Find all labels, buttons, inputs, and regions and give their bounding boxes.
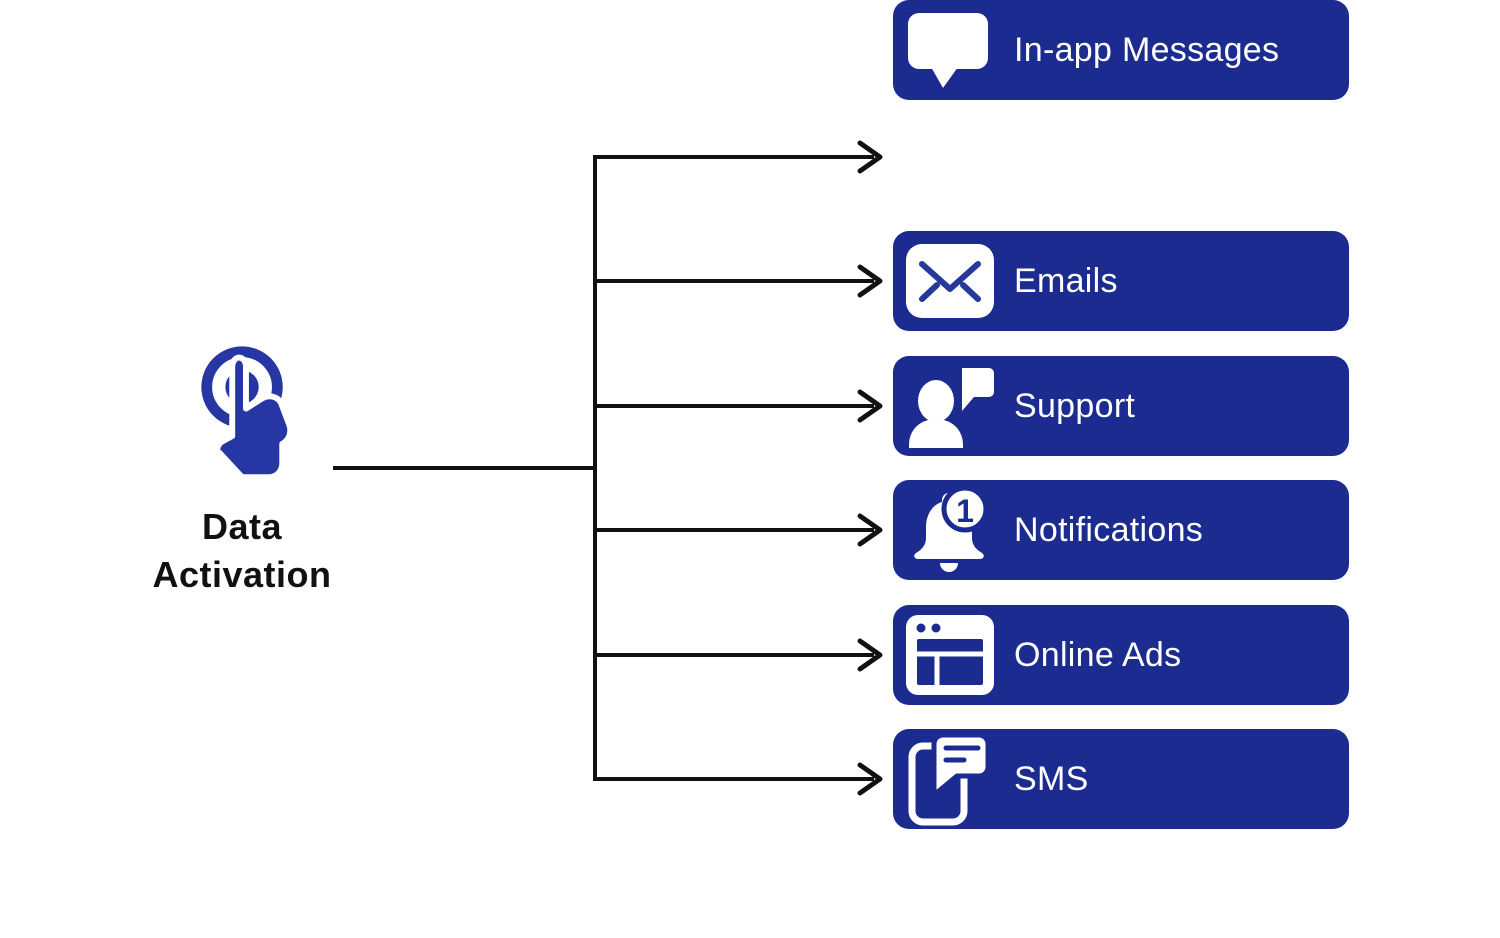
channel-label: Notifications (1014, 510, 1204, 549)
channel-box-notifications: 1 Notifications (893, 480, 1349, 580)
channel-box-online-ads: Online Ads (893, 605, 1349, 705)
source-label-line1: Data (201, 506, 283, 547)
channel-box-sms: SMS (893, 729, 1349, 829)
source-label: Data Activation (92, 503, 392, 599)
channel-label: Support (1014, 386, 1136, 425)
notification-badge-count: 1 (956, 493, 974, 529)
notification-bell-icon: 1 (900, 482, 1000, 578)
email-envelope-icon (900, 233, 1000, 329)
phone-message-icon (900, 731, 1000, 827)
channel-box-emails: Emails (893, 231, 1349, 331)
source-label-line2: Activation (152, 554, 332, 595)
channel-box-in-app-messages: In-app Messages (893, 0, 1349, 100)
channel-label: Online Ads (1014, 635, 1182, 674)
channel-box-support: Support (893, 356, 1349, 456)
channel-label: Emails (1014, 261, 1118, 300)
browser-window-icon (900, 607, 1000, 703)
speech-bubble-icon (900, 2, 1000, 98)
channel-label: SMS (1014, 759, 1089, 798)
support-person-chat-icon (900, 358, 1000, 454)
channel-label: In-app Messages (1014, 30, 1280, 69)
touch-tap-icon (201, 346, 294, 482)
